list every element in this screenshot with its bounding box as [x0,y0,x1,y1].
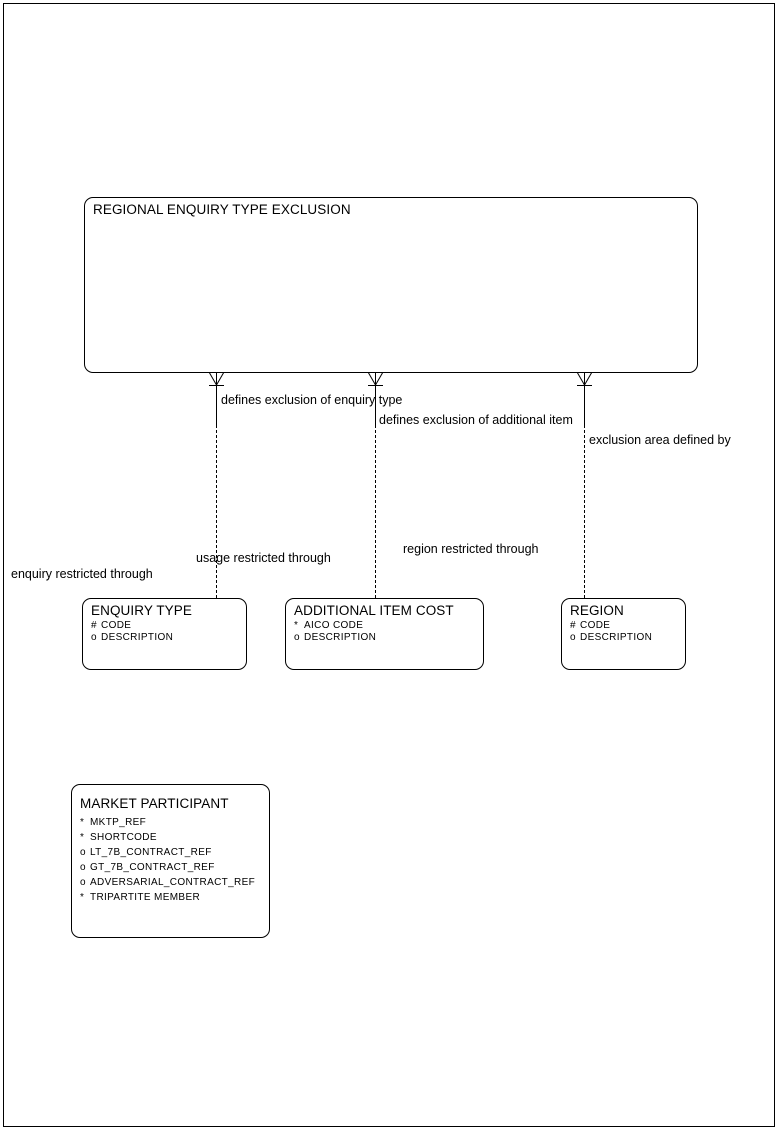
attribute-row: # CODE [570,620,652,632]
attribute-row: o DESCRIPTION [91,632,173,644]
relationship-label-usage-restricted-through: usage restricted through [196,551,331,565]
page-border [3,3,775,1127]
attribute-marker: * [80,892,85,903]
connector-solid-region [584,385,585,425]
attribute-name: AICO CODE [304,620,364,631]
entity-regional-enquiry-type-exclusion[interactable]: REGIONAL ENQUIRY TYPE EXCLUSION [84,197,698,373]
attribute-row: o DESCRIPTION [294,632,376,644]
attribute-marker: * [80,817,85,828]
attribute-list: * MKTP_REF * SHORTCODE o LT_7B_CONTRACT_REF… [80,815,255,905]
attribute-marker: * [80,832,85,843]
relationship-label-region-restricted-through: region restricted through [403,542,539,556]
attribute-marker: o [80,862,86,873]
entity-enquiry-type[interactable]: ENQUIRY TYPE # CODE o DESCRIPTION [82,598,247,670]
attribute-name: LT_7B_CONTRACT_REF [90,847,212,858]
attribute-name: DESCRIPTION [304,631,377,643]
attribute-row: * TRIPARTITE MEMBER [80,890,255,905]
attribute-name: DESCRIPTION [101,631,174,643]
attribute-marker: # [570,620,576,631]
attribute-row: * MKTP_REF [80,815,255,830]
attribute-name: TRIPARTITE MEMBER [90,892,201,903]
entity-title: REGIONAL ENQUIRY TYPE EXCLUSION [93,202,351,217]
attribute-row: * SHORTCODE [80,830,255,845]
relationship-label-enquiry-restricted-through: enquiry restricted through [11,567,153,581]
attribute-name: MKTP_REF [90,817,147,828]
attribute-row: * AICO CODE [294,620,376,632]
attribute-marker: o [91,631,97,643]
connector-solid-enquiry [216,385,217,425]
entity-market-participant[interactable]: MARKET PARTICIPANT * MKTP_REF * SHORTCODE … [71,784,270,938]
crows-foot-icon-enquiry [208,372,225,386]
attribute-marker: o [80,877,86,888]
attribute-marker: o [80,847,86,858]
entity-title: ADDITIONAL ITEM COST [294,603,454,618]
attribute-list: # CODE o DESCRIPTION [91,620,173,643]
crows-foot-icon-additional-item [367,372,384,386]
attribute-name: ADVERSARIAL_CONTRACT_REF [90,877,256,888]
relationship-label-defines-exclusion-of-enquiry-type: defines exclusion of enquiry type [221,393,403,407]
connector-dashed-region [584,425,585,598]
relationship-label-exclusion-area-defined-by: exclusion area defined by [589,433,731,447]
attribute-marker: o [294,631,300,643]
attribute-marker: o [570,631,576,643]
attribute-name: DESCRIPTION [580,631,653,643]
attribute-row: # CODE [91,620,173,632]
crows-foot-icon-region [576,372,593,386]
attribute-row: o LT_7B_CONTRACT_REF [80,845,255,860]
attribute-row: o ADVERSARIAL_CONTRACT_REF [80,875,255,890]
entity-region[interactable]: REGION # CODE o DESCRIPTION [561,598,686,670]
entity-additional-item-cost[interactable]: ADDITIONAL ITEM COST * AICO CODE o DESCRIP… [285,598,484,670]
connector-solid-additional-item [375,385,376,425]
entity-title: REGION [570,603,624,618]
attribute-name: GT_7B_CONTRACT_REF [90,862,215,873]
attribute-name: CODE [580,620,611,631]
attribute-marker: # [91,620,97,631]
attribute-row: o GT_7B_CONTRACT_REF [80,860,255,875]
attribute-marker: * [294,620,299,631]
attribute-list: * AICO CODE o DESCRIPTION [294,620,376,643]
relationship-label-defines-exclusion-of-additional-item: defines exclusion of additional item [379,413,573,427]
entity-title: MARKET PARTICIPANT [80,796,229,811]
attribute-list: # CODE o DESCRIPTION [570,620,652,643]
entity-title: ENQUIRY TYPE [91,603,192,618]
attribute-name: SHORTCODE [90,832,157,843]
connector-dashed-enquiry [216,425,217,598]
attribute-row: o DESCRIPTION [570,632,652,644]
attribute-name: CODE [101,620,132,631]
connector-dashed-additional-item [375,425,376,598]
